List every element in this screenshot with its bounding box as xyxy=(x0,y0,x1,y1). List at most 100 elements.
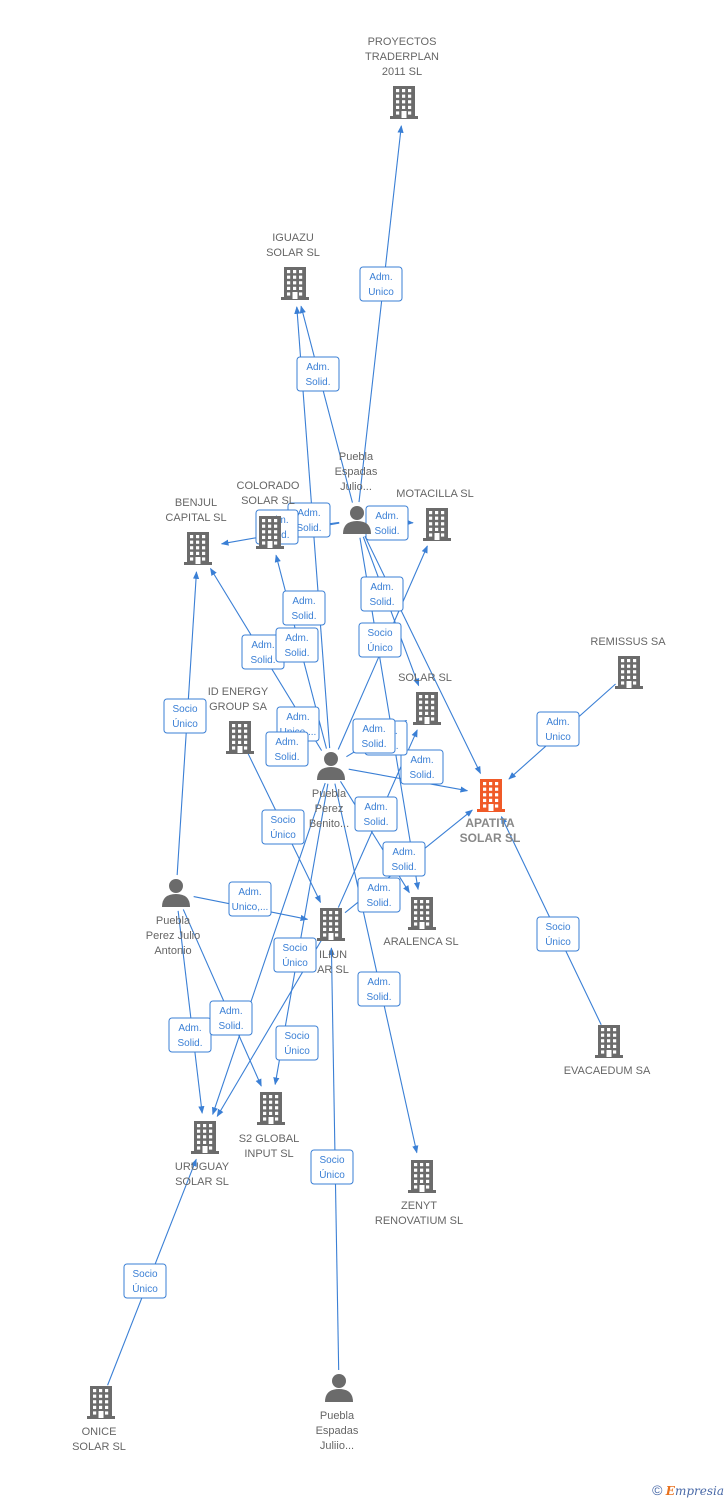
edge-label[interactable]: Adm.Solid. xyxy=(352,718,396,754)
edge-label[interactable]: Adm.Solid. xyxy=(360,576,404,612)
node-label: SOLAR SL xyxy=(460,831,521,845)
footer-brand[interactable]: © Empresia xyxy=(652,1482,724,1498)
edge-label-text: Adm. xyxy=(285,633,308,644)
node-label: PROYECTOS xyxy=(368,36,437,48)
edge-label[interactable]: Adm.Solid. xyxy=(357,971,401,1007)
edge-label[interactable]: Adm.Solid. xyxy=(282,590,326,626)
edge-label[interactable]: Adm. Solid. xyxy=(275,627,319,663)
edge-label-text: Unico xyxy=(545,732,571,743)
edge-label[interactable]: Adm.Unico xyxy=(359,266,403,302)
node-label: ARALENCA SL xyxy=(383,936,458,948)
node-evacaedum[interactable]: EVACAEDUM SA xyxy=(564,1025,651,1077)
node-label: SOLAR SL xyxy=(266,247,320,259)
edge-label-text: Solid. xyxy=(409,770,434,781)
edge-label-text: Único xyxy=(367,641,393,654)
node-label: Espadas xyxy=(316,1425,359,1437)
building-icon xyxy=(281,267,309,300)
edge-label-text: Adm. xyxy=(362,724,385,735)
node-label: URUGUAY xyxy=(175,1161,230,1173)
edge-label-text: Socio xyxy=(367,628,392,639)
node-label: SOLAR SL xyxy=(241,495,295,507)
building-icon xyxy=(423,508,451,541)
building-icon xyxy=(390,86,418,119)
node-solar_mid[interactable]: SOLAR SL xyxy=(398,672,452,725)
node-puebla_benito[interactable]: PueblaPerezBenito... xyxy=(309,752,349,830)
edge-label[interactable]: Adm.Solid. xyxy=(168,1017,212,1053)
edge-label-text: Único xyxy=(172,717,198,730)
node-aralenca[interactable]: ARALENCA SL xyxy=(383,897,459,948)
copyright-symbol: © xyxy=(652,1482,663,1498)
edge-label-text: Adm. xyxy=(292,596,315,607)
edge-label[interactable]: Adm.Unico,... xyxy=(228,881,272,917)
node-label: SOLAR SL xyxy=(175,1176,229,1188)
edge-label[interactable]: Adm.Unico xyxy=(536,711,580,747)
building-icon xyxy=(595,1025,623,1058)
edge-label-text: Único xyxy=(282,956,308,969)
edge-label[interactable]: Adm.Solid. xyxy=(382,841,426,877)
edge-label-text: Socio xyxy=(319,1155,344,1166)
building-icon xyxy=(408,1160,436,1193)
edges-layer xyxy=(107,125,616,1386)
node-label: Antonio xyxy=(154,945,191,957)
edge-label[interactable]: Adm.Solid. xyxy=(209,1000,253,1036)
edge-label[interactable]: Adm.Solid. xyxy=(265,731,309,767)
edge-label-text: Solid. xyxy=(366,992,391,1003)
edge-label[interactable]: Adm.Solid. xyxy=(241,634,285,670)
node-label: APATITA xyxy=(465,816,515,830)
node-label: SOLAR SL xyxy=(398,672,452,684)
node-label: SOLAR SL xyxy=(72,1441,126,1453)
edge-label-text: Solid. xyxy=(305,377,330,388)
edge-label[interactable]: Adm.Solid. xyxy=(400,749,444,785)
building-icon xyxy=(226,721,254,754)
node-label: GROUP SA xyxy=(209,701,268,713)
edge-label-text: Solid. xyxy=(391,862,416,873)
node-puebla_julio_bottom[interactable]: PueblaEspadasJuliio... xyxy=(316,1374,359,1452)
edge-label-text: Solid. xyxy=(250,655,275,666)
edge-label-text: Adm. xyxy=(306,362,329,373)
node-label: AR SL xyxy=(317,964,349,976)
node-label: S2 GLOBAL xyxy=(239,1133,300,1145)
edge-puebla_benito-to-zenyt xyxy=(334,783,419,1154)
edge-label-text: Único xyxy=(284,1044,310,1057)
building-icon xyxy=(317,908,345,941)
edge-label-text: Adm. xyxy=(367,883,390,894)
building-icon xyxy=(256,516,284,549)
edge-label-text: Único xyxy=(319,1168,345,1181)
edge-label-text: Socio xyxy=(282,943,307,954)
person-icon xyxy=(317,752,345,780)
node-remissus[interactable]: REMISSUS SA xyxy=(590,636,666,689)
node-label: MOTACILLA SL xyxy=(396,488,473,500)
edge-label-text: Solid. xyxy=(284,648,309,659)
node-puebla_julio_top[interactable]: PueblaEspadasJulio... xyxy=(335,451,378,534)
edge-label-text: Adm. xyxy=(286,712,309,723)
edge-puebla_antonio-to-s2global xyxy=(182,909,262,1087)
edge-label-text: Adm. xyxy=(364,802,387,813)
edge-label[interactable]: Adm.Solid. xyxy=(357,877,401,913)
node-uruguay[interactable]: URUGUAY SOLAR SL xyxy=(175,1121,230,1188)
node-label: Perez xyxy=(315,803,344,815)
edge-label[interactable]: Adm.Solid. xyxy=(354,796,398,832)
node-motacilla[interactable]: MOTACILLA SL xyxy=(396,488,474,541)
edge-label[interactable]: Adm.Solid. xyxy=(365,505,409,541)
edge-label[interactable]: Adm. Solid. xyxy=(296,356,340,392)
